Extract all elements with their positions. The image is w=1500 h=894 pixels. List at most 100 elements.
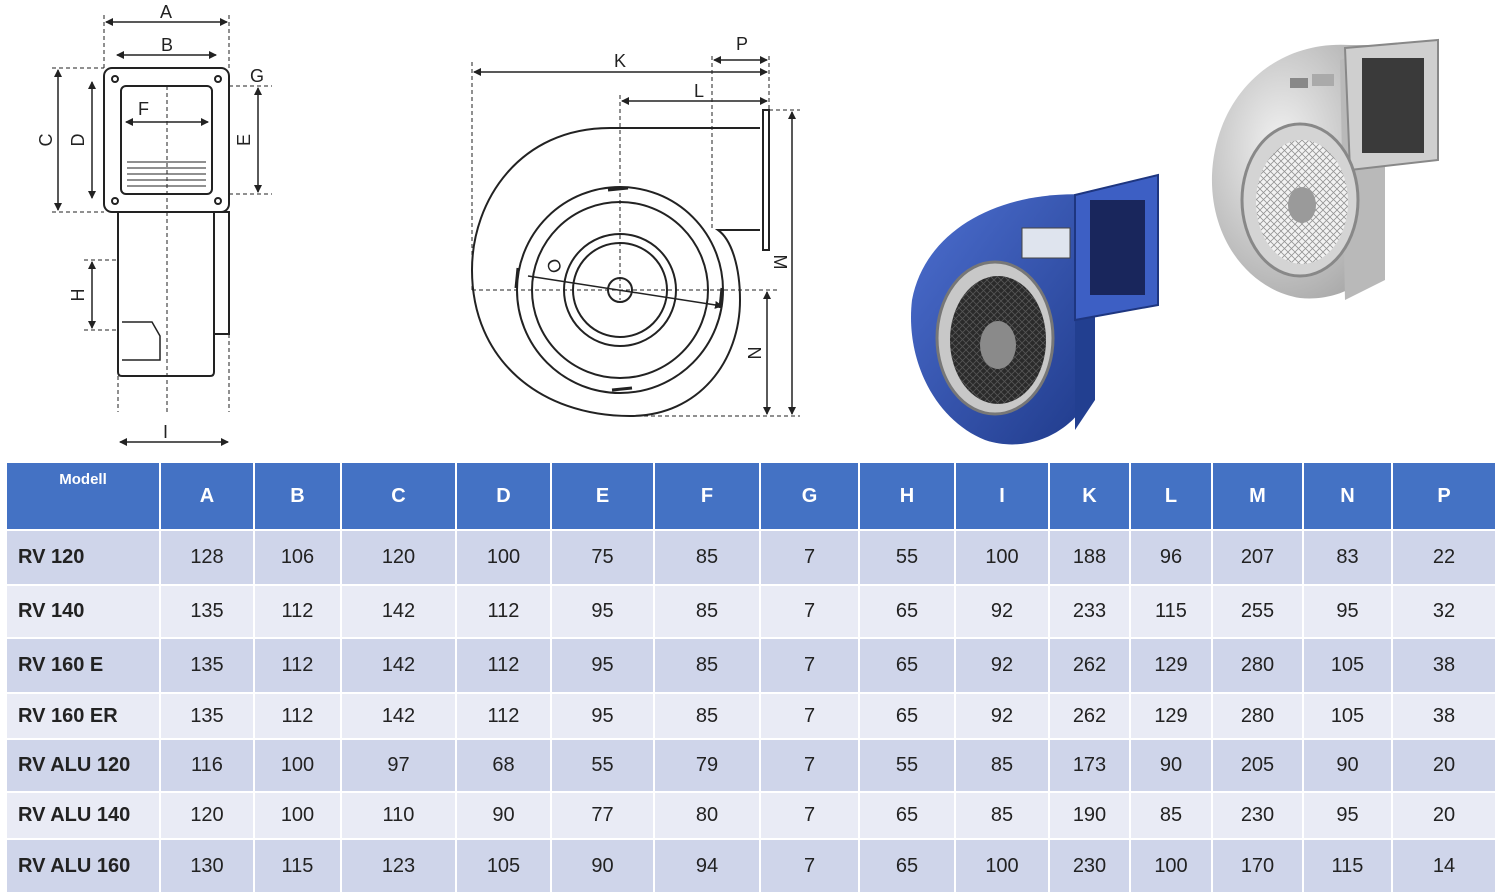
dimension-cell-l: 100: [1129, 838, 1213, 894]
model-name-cell: RV ALU 160: [5, 838, 161, 894]
dimension-cell-k: 230: [1048, 838, 1131, 894]
dimension-cell-d: 105: [455, 838, 552, 894]
side-view-drawing: [470, 56, 800, 418]
dimension-cell-a: 135: [159, 692, 255, 740]
dimension-cell-i: 92: [954, 692, 1050, 740]
dimension-cell-l: 85: [1129, 791, 1213, 840]
dimension-cell-k: 262: [1048, 637, 1131, 694]
column-header-b: B: [253, 461, 342, 531]
dimension-cell-d: 112: [455, 637, 552, 694]
dimension-cell-c: 110: [340, 791, 457, 840]
model-name-cell: RV 120: [5, 529, 161, 586]
column-header-p: P: [1391, 461, 1497, 531]
blue-blower-photo: [910, 173, 1159, 445]
dim-label-a: A: [160, 2, 172, 22]
dimension-cell-e: 55: [550, 738, 655, 793]
front-view-drawing: [52, 15, 272, 446]
dimension-cell-b: 112: [253, 584, 342, 639]
dimension-cell-a: 116: [159, 738, 255, 793]
dim-label-d: D: [68, 134, 88, 147]
dimension-cell-c: 142: [340, 584, 457, 639]
dimension-cell-g: 7: [759, 637, 860, 694]
dimension-cell-i: 92: [954, 584, 1050, 639]
dimension-cell-g: 7: [759, 738, 860, 793]
dimension-cell-l: 115: [1129, 584, 1213, 639]
dimension-cell-n: 115: [1302, 838, 1393, 894]
dimension-cell-h: 65: [858, 791, 956, 840]
column-header-f: F: [653, 461, 761, 531]
dimension-cell-k: 262: [1048, 692, 1131, 740]
dimension-cell-c: 142: [340, 637, 457, 694]
dimension-cell-i: 85: [954, 791, 1050, 840]
dimension-cell-d: 112: [455, 692, 552, 740]
dimension-cell-h: 55: [858, 529, 956, 586]
dimension-cell-a: 135: [159, 584, 255, 639]
dimension-cell-k: 188: [1048, 529, 1131, 586]
dimension-cell-h: 55: [858, 738, 956, 793]
dimension-cell-p: 38: [1391, 692, 1497, 740]
dimension-cell-n: 105: [1302, 637, 1393, 694]
model-name-cell: RV ALU 120: [5, 738, 161, 793]
dimension-cell-g: 7: [759, 692, 860, 740]
dim-label-i: I: [163, 422, 168, 442]
dimension-cell-l: 129: [1129, 692, 1213, 740]
dimension-cell-m: 280: [1211, 692, 1304, 740]
dim-label-m: M: [770, 255, 790, 270]
dimension-cell-c: 120: [340, 529, 457, 586]
model-name-cell: RV 160 E: [5, 637, 161, 694]
column-header-k: K: [1048, 461, 1131, 531]
column-header-e: E: [550, 461, 655, 531]
column-header-m: M: [1211, 461, 1304, 531]
dimension-cell-f: 94: [653, 838, 761, 894]
dimension-cell-p: 20: [1391, 791, 1497, 840]
dim-label-l: L: [694, 81, 704, 101]
dim-label-g: G: [250, 66, 264, 86]
dimension-cell-e: 90: [550, 838, 655, 894]
dimension-cell-e: 95: [550, 692, 655, 740]
dimension-cell-l: 96: [1129, 529, 1213, 586]
model-name-cell: RV 160 ER: [5, 692, 161, 740]
column-header-a: A: [159, 461, 255, 531]
dimension-cell-d: 100: [455, 529, 552, 586]
dimension-cell-n: 95: [1302, 584, 1393, 639]
dimension-cell-a: 128: [159, 529, 255, 586]
column-header-d: D: [455, 461, 552, 531]
column-header-model: Modell: [5, 461, 161, 531]
dimension-cell-p: 14: [1391, 838, 1497, 894]
dimension-cell-m: 170: [1211, 838, 1304, 894]
dim-label-e: E: [234, 134, 254, 146]
dimension-cell-m: 230: [1211, 791, 1304, 840]
dimension-cell-k: 190: [1048, 791, 1131, 840]
column-header-c: C: [340, 461, 457, 531]
dimension-cell-i: 100: [954, 838, 1050, 894]
dimension-cell-b: 100: [253, 738, 342, 793]
dimension-cell-c: 142: [340, 692, 457, 740]
dim-label-f: F: [138, 99, 149, 119]
dimension-cell-n: 90: [1302, 738, 1393, 793]
dimension-cell-c: 123: [340, 838, 457, 894]
dimension-cell-g: 7: [759, 838, 860, 894]
dimension-cell-p: 32: [1391, 584, 1497, 639]
dimension-cell-d: 68: [455, 738, 552, 793]
front-view-labels: A B C D E F G H I: [36, 2, 264, 442]
column-header-i: I: [954, 461, 1050, 531]
dimension-cell-c: 97: [340, 738, 457, 793]
model-name-cell: RV 140: [5, 584, 161, 639]
dimension-cell-f: 80: [653, 791, 761, 840]
model-name-cell: RV ALU 140: [5, 791, 161, 840]
dimension-cell-h: 65: [858, 692, 956, 740]
dimension-cell-e: 95: [550, 584, 655, 639]
column-header-g: G: [759, 461, 860, 531]
dimension-cell-i: 85: [954, 738, 1050, 793]
dimension-cell-b: 115: [253, 838, 342, 894]
dimension-cell-m: 280: [1211, 637, 1304, 694]
dimension-cell-b: 112: [253, 692, 342, 740]
dimension-cell-g: 7: [759, 529, 860, 586]
dimension-cell-i: 92: [954, 637, 1050, 694]
dimension-cell-m: 207: [1211, 529, 1304, 586]
dimension-cell-n: 83: [1302, 529, 1393, 586]
